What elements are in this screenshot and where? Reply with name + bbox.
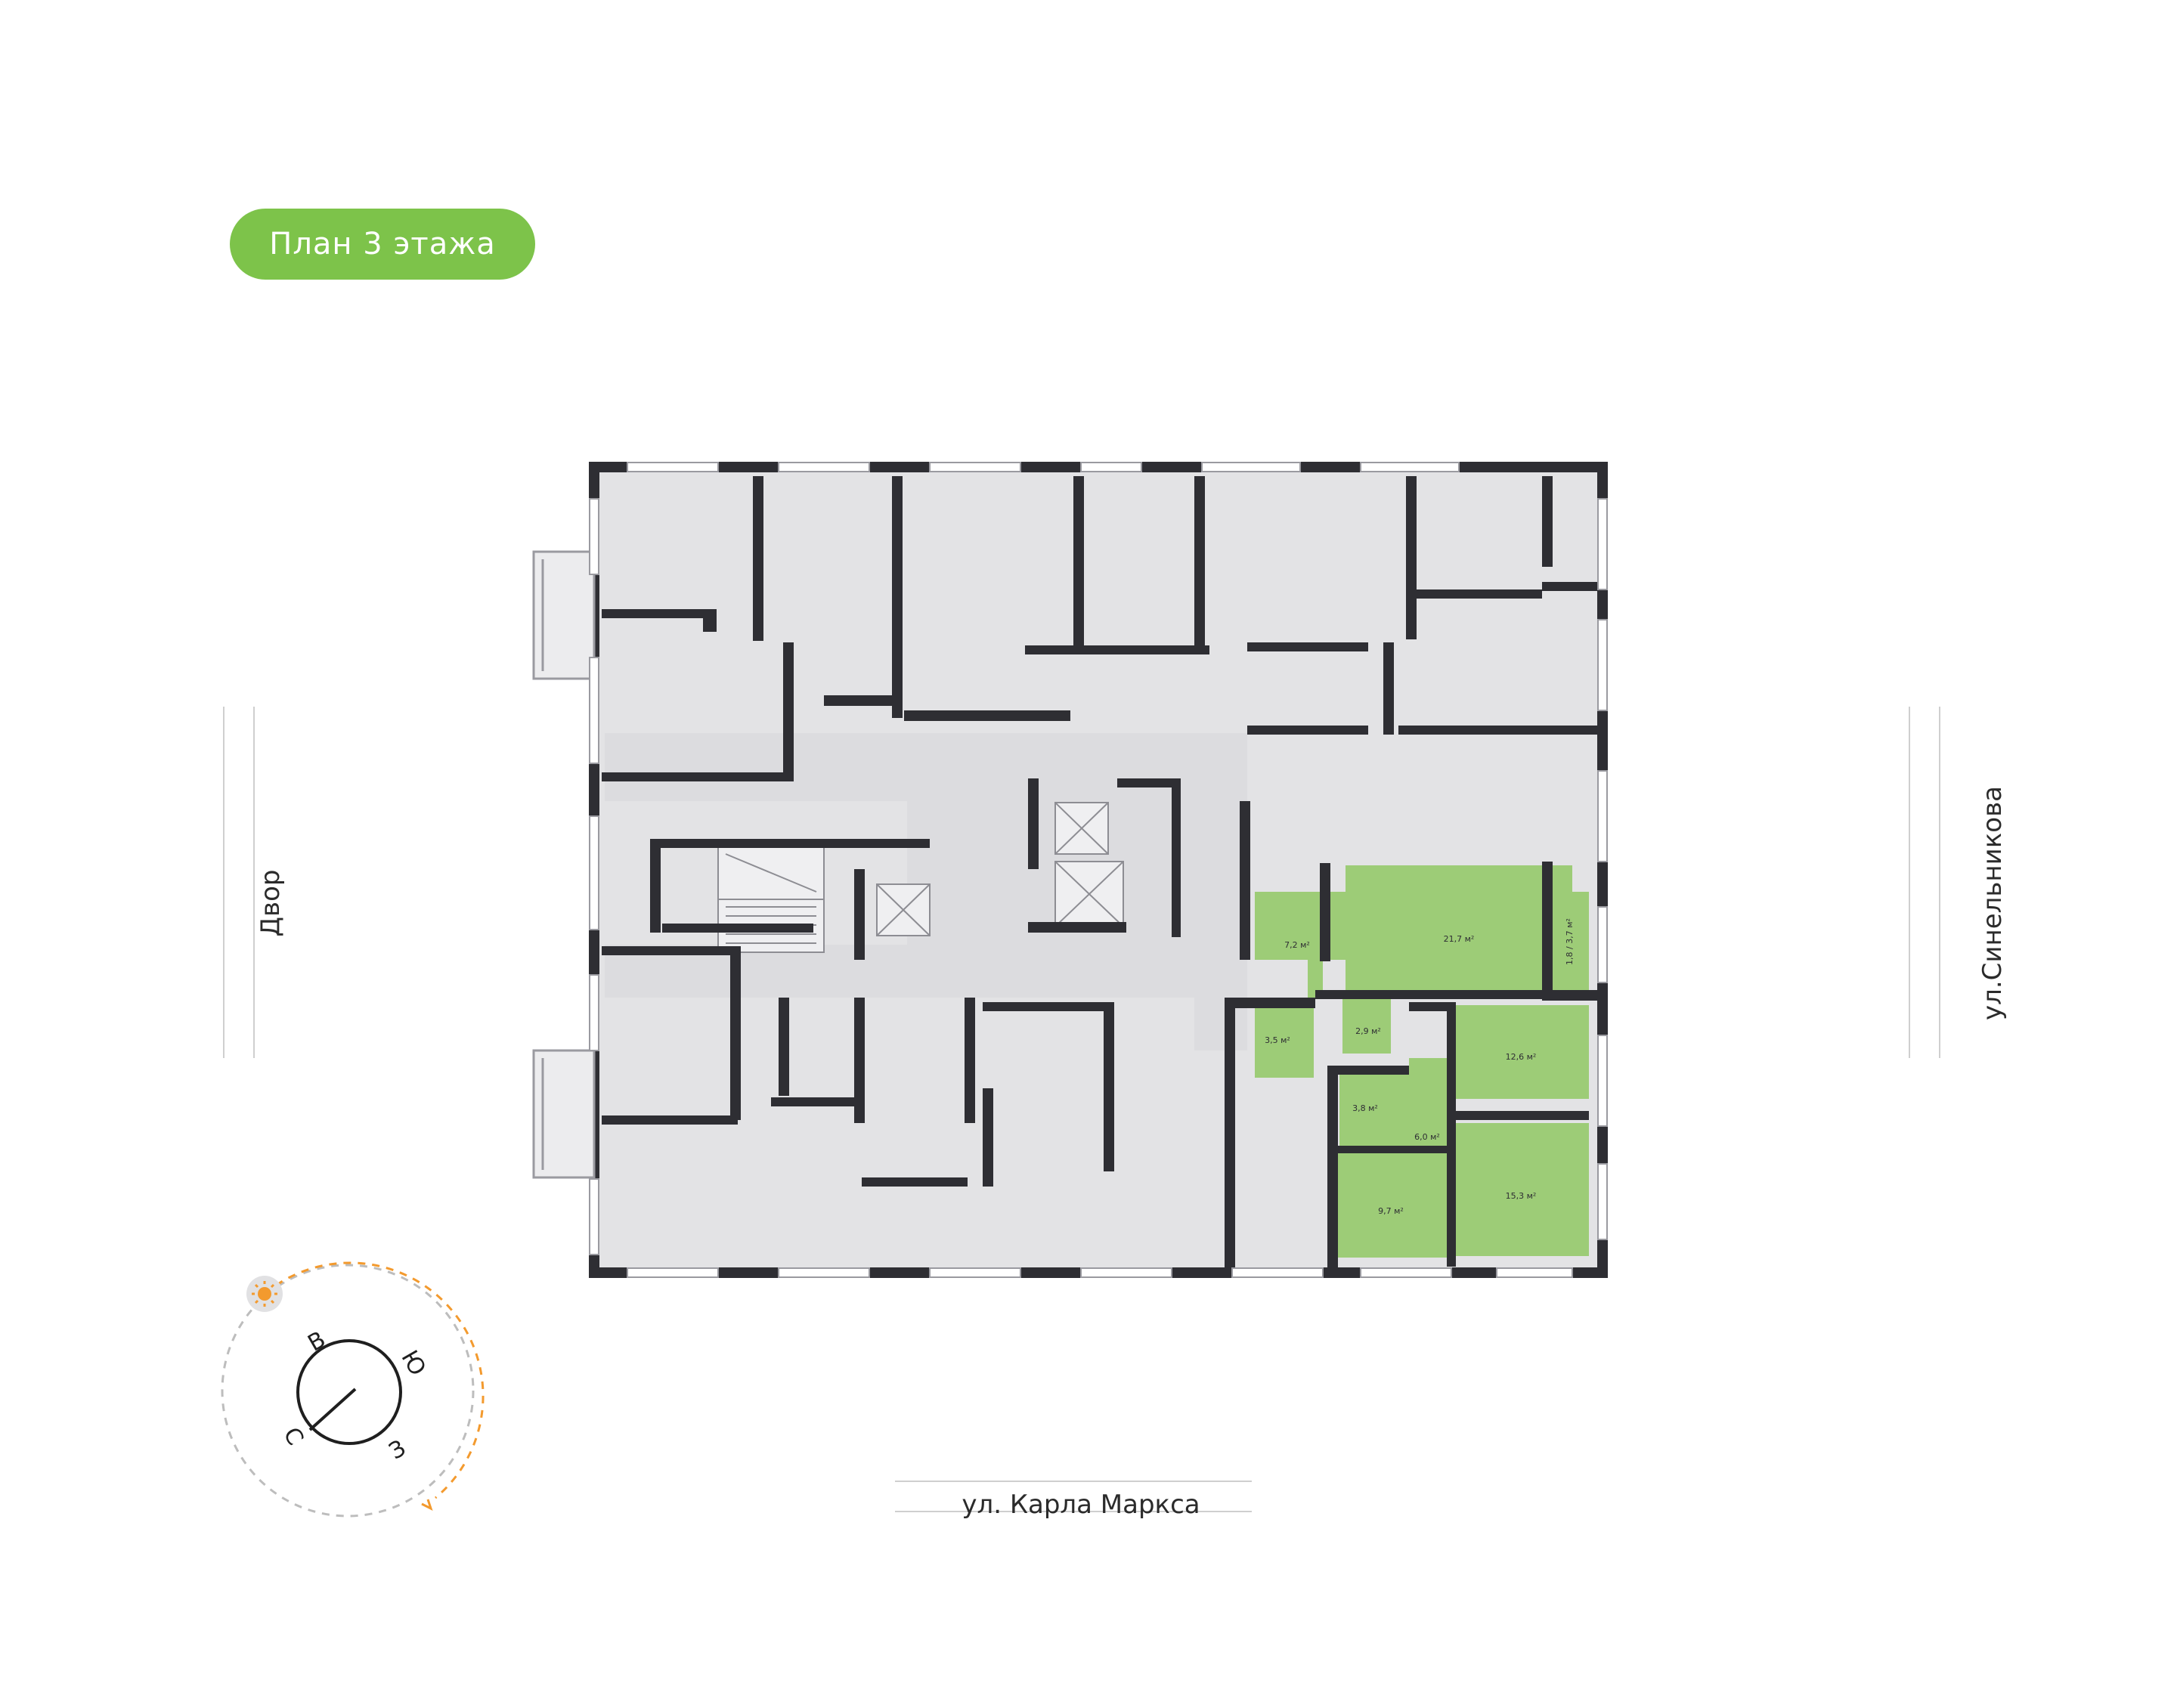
compass-south: Ю	[395, 1346, 431, 1381]
room-label-bath-1: 3,5 м²	[1265, 1035, 1290, 1045]
room-label-balcony: 1,8 / 3,7 м²	[1565, 918, 1575, 965]
interior-walls	[602, 476, 1603, 1270]
street-bottom-label: ул. Карла Маркса	[962, 1490, 1200, 1520]
compass-east: В	[304, 1326, 330, 1357]
stairwell	[717, 846, 825, 953]
compass-icon: В Ю З С	[221, 1261, 485, 1518]
sun-icon	[246, 1276, 283, 1312]
floor-title-badge: План 3 этажа	[230, 209, 535, 280]
street-lines	[223, 707, 1940, 1512]
floor-title: План 3 этажа	[269, 227, 496, 261]
facade-windows	[589, 462, 1608, 1278]
room-label-bedroom-1: 12,6 м²	[1506, 1052, 1537, 1062]
elevators	[876, 802, 1124, 936]
street-right-label: ул.Синельникова	[1977, 786, 2008, 1020]
room-label-bedroom-3: 15,3 м²	[1506, 1191, 1537, 1201]
room-label-living: 21,7 м²	[1444, 934, 1475, 944]
room-label-corridor: 6,0 м²	[1414, 1132, 1440, 1142]
room-label-bedroom-2: 9,7 м²	[1378, 1206, 1404, 1216]
room-labels: 21,7 м² 7,2 м² 1,8 / 3,7 м² 3,5 м² 2,9 м…	[1265, 918, 1575, 1216]
room-label-wc: 2,9 м²	[1355, 1026, 1381, 1036]
left-balconies	[532, 550, 596, 1179]
room-label-bath-2: 3,8 м²	[1352, 1103, 1378, 1113]
room-label-hall: 7,2 м²	[1284, 940, 1310, 950]
compass-north: С	[277, 1423, 308, 1450]
compass-west: З	[385, 1435, 410, 1465]
street-left-label: Двор	[255, 869, 286, 937]
selected-apartment[interactable]	[1255, 865, 1589, 1258]
